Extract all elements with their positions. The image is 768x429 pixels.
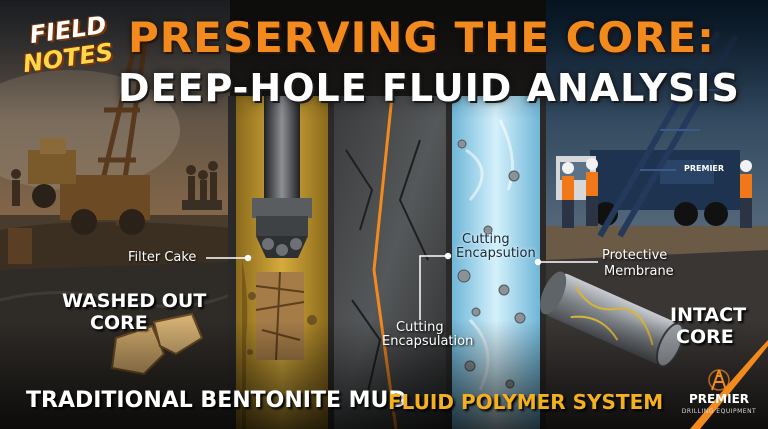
callout-filter-cake: Filter Cake xyxy=(128,250,197,265)
truck-logo-text: PREMIER xyxy=(684,164,725,173)
headline-line-1: PRESERVING THE CORE: xyxy=(128,13,715,62)
intact-core-label-1: INTACT xyxy=(670,304,747,326)
field-notes-badge: FIELD NOTES xyxy=(16,11,120,82)
caption-bentonite-mud: TRADITIONAL BENTONITE MUD xyxy=(26,388,407,413)
callout-cutting-top-1: Cutting xyxy=(462,232,510,247)
callout-membrane-1: Protective xyxy=(602,248,668,263)
caption-fluid-polymer: FLUID POLYMER SYSTEM xyxy=(388,390,664,414)
washed-out-core-label-1: WASHED OUT xyxy=(62,290,207,312)
brand-tagline: DRILLING EQUIPMENT xyxy=(681,408,757,415)
brand-name: PREMIER xyxy=(688,392,750,406)
intact-core-label-2: CORE xyxy=(676,326,734,348)
right-crew xyxy=(562,158,752,228)
callout-membrane-2: Membrane xyxy=(604,264,674,279)
derrick-icon xyxy=(708,369,730,391)
premier-logo: PREMIER DRILLING EQUIPMENT xyxy=(674,368,764,424)
headline-line-2: DEEP-HOLE FLUID ANALYSIS xyxy=(118,66,740,110)
callout-cutting-bottom-2: Encapsulation xyxy=(382,334,474,349)
callout-cutting-bottom-1: Cutting xyxy=(396,320,444,335)
washed-out-core-label-2: CORE xyxy=(90,312,148,334)
callout-cutting-top-2: Encapsution xyxy=(456,246,536,261)
